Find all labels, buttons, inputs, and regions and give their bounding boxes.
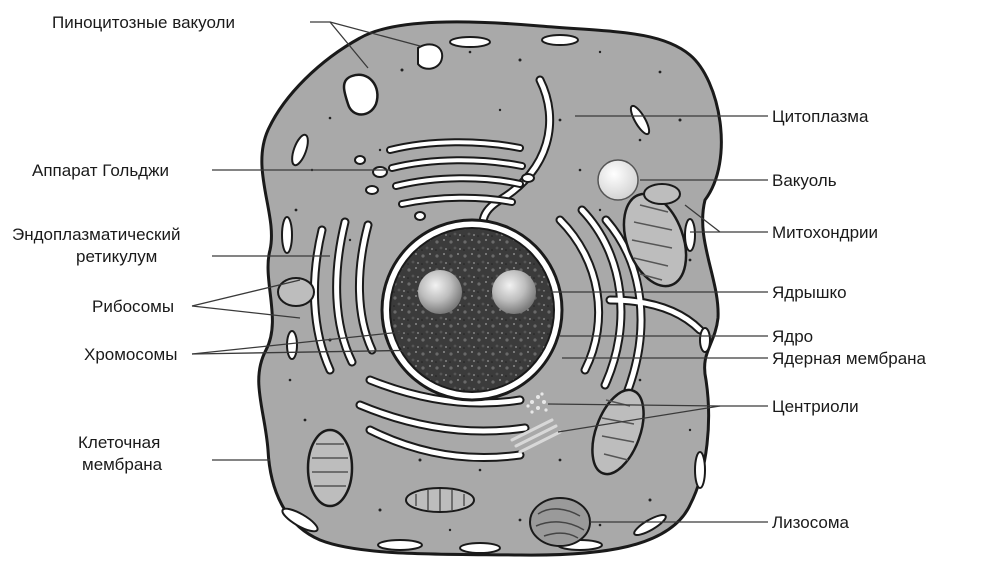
label-ribosomes: Рибосомы — [92, 297, 174, 316]
mitochondrion-left — [278, 278, 314, 306]
nucleoplasm-chromatin — [390, 228, 554, 392]
pinocytotic-vacuole-right — [418, 44, 442, 68]
pinocytotic-vacuole-left — [344, 75, 377, 115]
label-chromosomes: Хромосомы — [84, 345, 177, 364]
label-golgi: Аппарат Гольджи — [32, 161, 169, 180]
mitochondrion-bottom — [406, 488, 474, 512]
label-cytoplasm: Цитоплазма — [772, 107, 869, 126]
label-nucleolus: Ядрышко — [772, 283, 847, 302]
label-mitochondria: Митохондрии — [772, 223, 878, 242]
nucleolus-right — [492, 270, 536, 314]
label-cell-membrane-line2: мембрана — [82, 455, 163, 474]
label-nuclear-membrane: Ядерная мембрана — [772, 349, 927, 368]
vacuole — [598, 160, 638, 200]
mitochondrion-lower-left — [308, 430, 352, 506]
label-cell-membrane-line1: Клеточная — [78, 433, 160, 452]
nucleus — [382, 220, 562, 400]
nucleolus-left — [418, 270, 462, 314]
label-lysosome: Лизосома — [772, 513, 850, 532]
mitochondrion-right-small — [644, 184, 680, 204]
label-pinocytotic-vacuoles: Пиноцитозные вакуоли — [52, 13, 235, 32]
label-er-line2: ретикулум — [76, 247, 157, 266]
label-nucleus: Ядро — [772, 327, 813, 346]
label-er-line1: Эндоплазматический — [12, 225, 180, 244]
lysosome — [530, 498, 590, 546]
label-centrioles: Центриоли — [772, 397, 859, 416]
label-vacuole: Вакуоль — [772, 171, 837, 190]
